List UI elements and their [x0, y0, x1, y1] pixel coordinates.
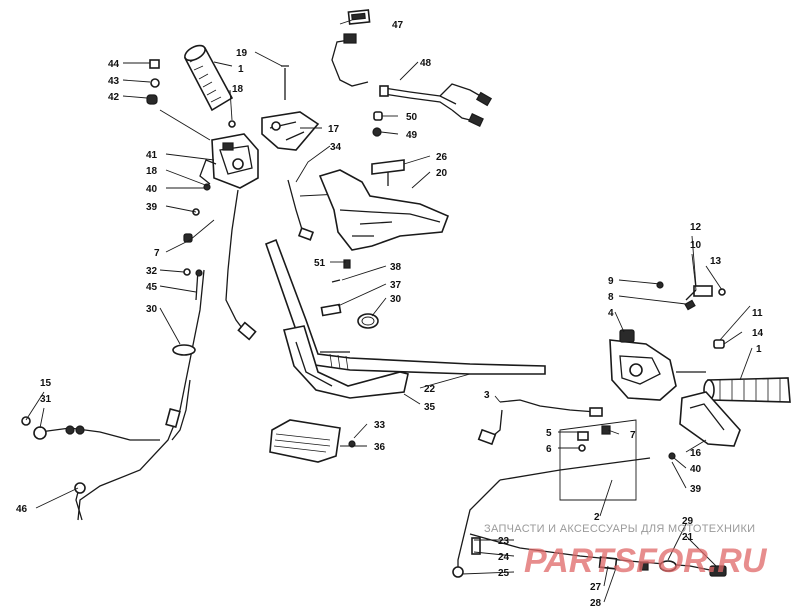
cable-34-part	[287, 179, 341, 241]
callout-4: 4	[608, 308, 614, 319]
callout-30-center: 30	[390, 294, 402, 305]
right-grip-part	[703, 377, 791, 403]
callout-34: 34	[330, 142, 342, 153]
watermark-caption: ЗАПЧАСТИ И АКСЕССУАРЫ ДЛЯ МОТОТЕХНИКИ	[484, 523, 755, 535]
leader-lines	[25, 19, 753, 603]
callout-50: 50	[406, 112, 418, 123]
callout-33: 33	[374, 420, 386, 431]
callout-43: 43	[108, 76, 120, 87]
switch-47-part	[331, 9, 371, 87]
callout-19: 19	[236, 48, 248, 59]
callout-16: 16	[690, 448, 702, 459]
callout-27: 27	[590, 582, 602, 593]
callout-11: 11	[752, 308, 763, 319]
callout-48: 48	[420, 58, 432, 69]
throttle-cable-part	[21, 189, 257, 521]
callout-36: 36	[374, 442, 386, 453]
brake-lever-part	[679, 391, 741, 447]
control-module-part	[269, 419, 356, 463]
callout-47: 47	[392, 20, 404, 31]
bracket-26-20-part	[318, 159, 450, 251]
callout-9: 9	[608, 276, 614, 287]
callout-12: 12	[690, 222, 702, 233]
callout-17: 17	[328, 124, 340, 135]
callout-7-left: 7	[154, 248, 160, 259]
callout-1-right: 1	[756, 344, 762, 355]
callout-44: 44	[108, 59, 120, 70]
callout-7-right: 7	[630, 430, 636, 441]
callout-29: 29	[682, 516, 694, 527]
callout-14: 14	[752, 328, 764, 339]
left-grip-part	[183, 44, 234, 112]
callout-13: 13	[710, 256, 722, 267]
clamp-hardware	[320, 259, 379, 329]
throttle-block-part	[199, 133, 259, 189]
callout-21: 21	[682, 532, 694, 543]
watermark: ЗАПЧАСТИ И АКСЕССУАРЫ ДЛЯ МОТОТЕХНИКИ PA…	[484, 523, 768, 580]
callout-24: 24	[498, 552, 510, 563]
callout-18-left: 18	[146, 166, 158, 177]
callout-6: 6	[546, 444, 552, 455]
watermark-logo: PARTSFOR.RU	[524, 542, 768, 580]
callout-8: 8	[608, 292, 614, 303]
brake-switch-hardware	[656, 281, 726, 460]
small-hardware-left	[146, 59, 289, 243]
brake-housing-part	[609, 329, 706, 401]
callout-20: 20	[436, 168, 448, 179]
harness-48-part	[379, 83, 493, 127]
callout-40-left: 40	[146, 184, 158, 195]
callout-45: 45	[146, 282, 158, 293]
callout-10: 10	[690, 240, 702, 251]
cable-21-part	[452, 533, 727, 578]
callout-22: 22	[424, 384, 436, 395]
callout-40-right: 40	[690, 464, 702, 475]
callout-25: 25	[498, 568, 510, 579]
callout-18-top: 18	[232, 84, 244, 95]
callout-35: 35	[424, 402, 436, 413]
callout-49: 49	[406, 130, 418, 141]
callout-1-left: 1	[238, 64, 244, 75]
callout-numbers: 44 43 42 1 19 18 47 48 50 49 17 34 41 18…	[16, 20, 764, 609]
callout-39-right: 39	[690, 484, 702, 495]
throttle-lever-part	[261, 111, 320, 151]
cable-3-part	[477, 399, 611, 452]
callout-37: 37	[390, 280, 402, 291]
callout-26: 26	[436, 152, 448, 163]
callout-42: 42	[108, 92, 120, 103]
callout-3: 3	[484, 390, 490, 401]
callout-46: 46	[16, 504, 28, 515]
callout-30-left: 30	[146, 304, 158, 315]
callout-5: 5	[546, 428, 552, 439]
callout-2: 2	[594, 512, 600, 523]
callout-41: 41	[146, 150, 158, 161]
callout-15: 15	[40, 378, 52, 389]
hardware-49-50	[372, 111, 383, 137]
riser-bracket-35-part	[282, 325, 409, 399]
callout-28: 28	[590, 598, 602, 609]
callout-23: 23	[498, 536, 510, 547]
callout-38: 38	[390, 262, 402, 273]
callout-51: 51	[314, 258, 326, 269]
callout-31: 31	[40, 394, 52, 405]
callout-39-left: 39	[146, 202, 158, 213]
callout-32: 32	[146, 266, 158, 277]
